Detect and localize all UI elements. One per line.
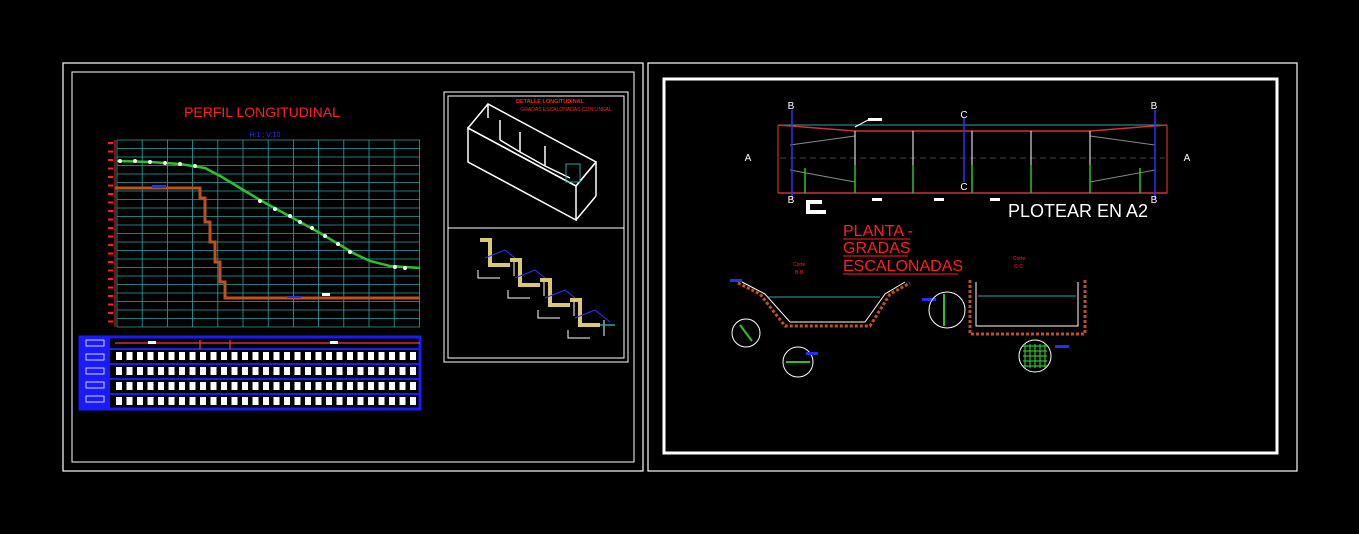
profile-grid: [116, 139, 420, 328]
section-label-a-left: A: [745, 153, 752, 164]
bed-marker-1: [152, 185, 166, 188]
detail-title-2: GRADAS ESCALONADAS CON LINEAL: [520, 107, 611, 113]
section-b-id: B-B: [795, 270, 804, 276]
profile-data-table: [78, 335, 422, 411]
section-b-label: Corte: [793, 262, 805, 268]
left-sheet-frame: [62, 62, 644, 472]
plan-small-labels: [806, 118, 1000, 214]
profile-scale: H:1 ; V:10: [250, 132, 281, 139]
section-c-id: C-C: [1014, 264, 1023, 270]
svg-text:GRADAS: GRADAS: [843, 240, 911, 257]
section-label-c-top: C: [960, 110, 967, 121]
iso-water: [565, 163, 581, 183]
section-label-b-top-left: B: [788, 101, 795, 112]
section-label-a-right: A: [1184, 153, 1191, 164]
section-label-b-bottom-right: B: [1151, 195, 1158, 206]
section-label-b-bottom-left: B: [788, 195, 795, 206]
section-label-b-top-right: B: [1151, 101, 1158, 112]
profile-axis-ticks: [108, 140, 116, 327]
profile-title: PERFIL LONGITUDINAL: [184, 104, 340, 120]
rectangular-section: [922, 280, 1087, 373]
section-label-c-bottom: C: [960, 182, 967, 193]
section-c-label: Corte: [1013, 256, 1025, 262]
svg-text:ESCALONADAS: ESCALONADAS: [843, 258, 963, 275]
trapezoidal-section: [730, 279, 911, 378]
stepped-section: [477, 238, 615, 339]
bed-marker-3: [322, 293, 330, 296]
plan-step-lines: [804, 131, 1141, 193]
plot-note: PLOTEAR EN A2: [1008, 201, 1148, 221]
ground-profile-points: [118, 159, 407, 270]
detail-frame: [443, 91, 629, 363]
channel-bed-line: [115, 186, 420, 300]
svg-text:PLANTA -: PLANTA -: [843, 223, 913, 240]
right-sheet-frame: [647, 62, 1298, 472]
ground-profile-line: [116, 159, 421, 270]
bed-marker-2: [287, 296, 301, 298]
plan-title: PLANTA - GRADAS ESCALONADAS: [843, 223, 963, 275]
detail-title-1: DETALLE LONGITUDINAL: [516, 99, 585, 105]
isometric-structure: [466, 103, 598, 222]
